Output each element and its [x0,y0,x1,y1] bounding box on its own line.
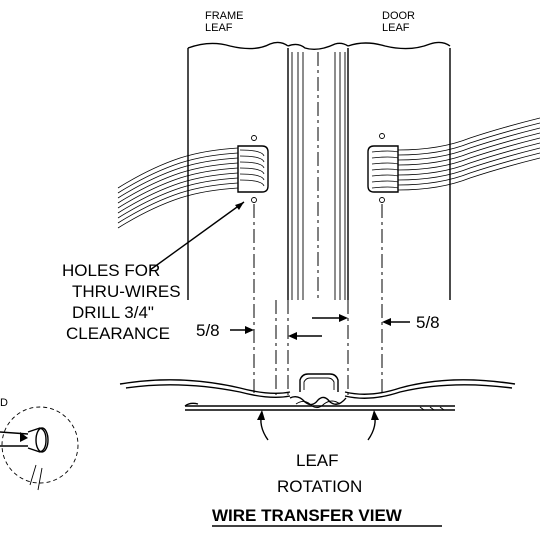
frame-leaf-panel [187,41,289,300]
dimension-arrows [230,314,410,340]
hinge-channel [287,42,349,300]
holes-label-line2: THRU-WIRES [72,282,181,301]
hole-centerlines [253,204,383,395]
leaf-rotation-label-line1: LEAF [296,451,339,470]
wire-bundle-right [367,117,540,203]
holes-label-line1: HOLES FOR [62,261,160,280]
frame-leaf-label-line2: LEAF [205,22,233,34]
detail-callout-fragment [0,406,79,491]
view-title: WIRE TRANSFER VIEW [212,506,403,525]
leaf-rotation-label-line2: ROTATION [277,477,362,496]
hinge-section-view [119,373,516,411]
holes-leader [149,201,245,271]
door-leaf-label-line1: DOOR [382,10,415,22]
dimension-right-label: 5/8 [416,313,440,332]
leaf-rotation-arcs [257,410,379,441]
holes-label-line4: CLEARANCE [66,324,170,343]
door-leaf-label-line2: LEAF [382,22,410,34]
detail-fragment-label: D [0,397,8,409]
wire-bundle-left [117,135,269,229]
dimension-left-label: 5/8 [196,321,220,340]
frame-leaf-label-line1: FRAME [205,10,244,22]
holes-label-line3: DRILL 3/4" [72,303,154,322]
door-leaf-panel [347,41,451,300]
